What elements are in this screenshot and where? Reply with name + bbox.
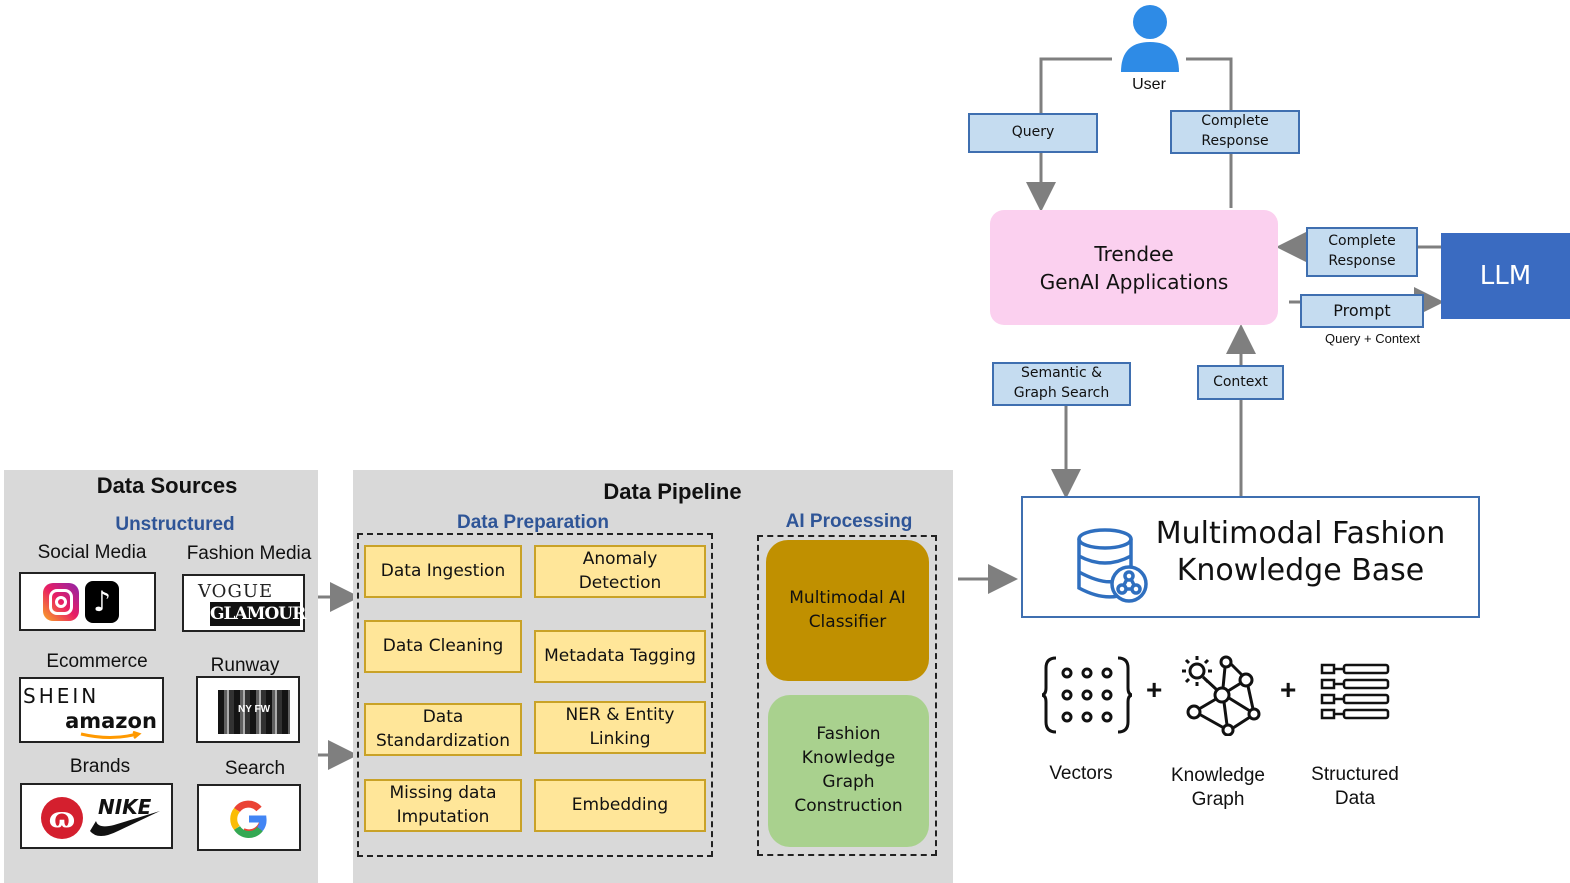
ecommerce-logos: SHEIN amazon [19, 677, 164, 743]
runway-photo: NY FW [218, 690, 290, 734]
social-media-label: Social Media [37, 542, 147, 563]
fashion-media-label: Fashion Media [186, 543, 312, 564]
prompt-box: Prompt [1300, 294, 1424, 328]
query-arrow [1026, 57, 1112, 212]
search-logo-box [197, 784, 301, 851]
vectors-icon [1040, 654, 1134, 736]
ai-processing-subtitle: AI Processing [785, 511, 913, 532]
kb-title-line2: Knowledge Base [1176, 553, 1425, 588]
data-preparation-subtitle: Data Preparation [456, 512, 610, 533]
google-icon [230, 800, 267, 839]
glamour-logo: GLAMOUR [210, 604, 306, 624]
query-label-box: Query [968, 113, 1098, 153]
app-subtitle: GenAI Applications [1039, 269, 1229, 294]
runway-label: Runway [210, 655, 280, 676]
glamour-logo-bg: GLAMOUR [210, 602, 306, 626]
data-pipeline-title: Data Pipeline [603, 479, 742, 504]
app-title: Trendee [1094, 241, 1174, 266]
complete-response-box-top: Complete Response [1170, 110, 1300, 154]
ecommerce-label: Ecommerce [46, 651, 148, 672]
data-preparation-group [357, 533, 713, 857]
fashion-kg-construction-step: Fashion Knowledge Graph Construction [768, 695, 929, 847]
knowledge-graph-label-line2: Graph [1191, 789, 1245, 810]
data-cleaning-step: Data Cleaning [364, 620, 522, 673]
ai-processing-group [757, 535, 937, 856]
brands-label: Brands [69, 756, 131, 777]
amazon-logo-bg: amazon [61, 709, 161, 741]
social-media-logos: ♪ [19, 572, 156, 631]
knowledge-base-box: Multimodal Fashion Knowledge Base [1021, 496, 1480, 618]
user-icon [1119, 2, 1181, 72]
kb-title-line1: Multimodal Fashion [1155, 516, 1446, 551]
runway-image: NY FW [196, 676, 300, 743]
structured-data-label-line1: Structured [1311, 764, 1399, 785]
knowledge-graph-icon [1180, 654, 1262, 737]
llm-box: LLM [1441, 233, 1570, 319]
nike-logo: NIKE [88, 795, 164, 841]
prompt-note: Query + Context [1324, 331, 1421, 346]
data-ingestion-step: Data Ingestion [364, 545, 522, 598]
complete-response-box-llm: Complete Response [1306, 227, 1418, 277]
context-box: Context [1197, 365, 1284, 400]
nyfw-logo: NY FW [237, 704, 271, 715]
structured-data-label-line2: Data [1334, 788, 1376, 809]
database-icon [1075, 526, 1151, 606]
user-label: User [1132, 76, 1166, 93]
multimodal-ai-classifier-step: Multimodal AI Classifier [766, 540, 929, 681]
lululemon-logo: ɷ [41, 797, 83, 839]
knowledge-graph-label-line1: Knowledge [1170, 765, 1266, 786]
brands-logos: ɷ NIKE [20, 783, 173, 849]
structured-data-icon [1318, 662, 1392, 724]
unstructured-subtitle: Unstructured [115, 514, 235, 535]
vogue-logo: VOGUE [198, 581, 274, 602]
data-sources-title: Data Sources [96, 473, 238, 498]
amazon-logo: amazon [65, 709, 157, 733]
plus-sign-1: + [1146, 674, 1163, 705]
plus-sign-2: + [1280, 674, 1297, 705]
search-label: Search [224, 758, 286, 779]
metadata-tagging-step: Metadata Tagging [534, 630, 706, 683]
embedding-step: Embedding [534, 779, 706, 832]
tiktok-icon: ♪ [85, 581, 119, 623]
fashion-media-logos: VOGUE GLAMOUR [182, 574, 306, 632]
genai-applications-box: Trendee GenAI Applications [990, 210, 1278, 325]
shein-logo: SHEIN [23, 684, 100, 708]
instagram-icon [43, 583, 79, 621]
semantic-search-box: Semantic & Graph Search [992, 362, 1131, 406]
vectors-label: Vectors [1049, 763, 1113, 784]
response-arrow [1186, 57, 1233, 208]
